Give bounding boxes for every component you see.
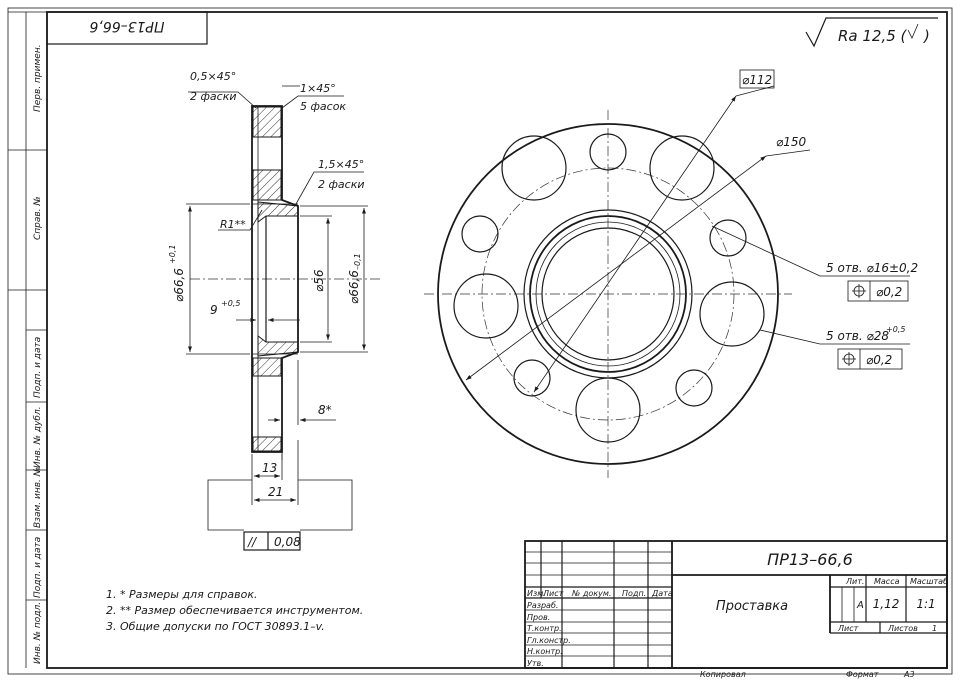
note-1: 1. * Размеры для справок. (106, 588, 258, 601)
side-strip: Перв. примен. Справ. № Подп. и дата Инв.… (8, 11, 47, 668)
tb-lit-label: Лит. (845, 577, 864, 586)
inner-frame (46, 11, 948, 669)
tb-part-name: Проставка (716, 599, 788, 614)
side-label-dup-inv: Инв. № дубл. (33, 406, 43, 468)
parallel-value: 0,08 (274, 535, 301, 549)
holes28-tol: +0,5 (886, 325, 905, 334)
top-stamp-designation: ПР13–66,6 (89, 18, 164, 34)
tb-row-developed: Разраб. (527, 601, 558, 610)
note-2: 2. ** Размер обеспечивается инструментом… (106, 604, 363, 617)
tb-scale-value: 1:1 (916, 597, 935, 611)
tb-copied: Копировал (700, 670, 746, 679)
tb-format-label: Формат (846, 670, 879, 679)
tb-row-tcontrol: Т.контр. (527, 624, 562, 633)
tb-row-approved: Утв. (527, 659, 544, 668)
side-label-repl-inv: Взам. инв. № (33, 467, 43, 528)
tb-format-value: А3 (903, 670, 915, 679)
tb-mass-value: 1,12 (873, 597, 900, 611)
tb-header-date: Дата (651, 589, 673, 598)
holes16-tol-frame: ⌀0,2 (876, 285, 902, 299)
tb-lit-value: А (856, 600, 864, 611)
side-label-orig-inv: Инв. № подл. (33, 602, 43, 664)
chamfer1-bottom: 2 фаски (190, 90, 236, 103)
outer-frame (7, 7, 953, 675)
tb-header-sheet: Лист (542, 589, 564, 598)
tb-row-ncontrol: Н.контр. (527, 647, 563, 656)
holes28-tol-frame: ⌀0,2 (866, 353, 892, 367)
tb-sheet-label: Лист (837, 624, 859, 633)
dia150-label: ⌀150 (776, 135, 806, 149)
dia-left: ⌀66,6 (172, 268, 186, 302)
chamfer3-bottom: 2 фаски (318, 178, 364, 191)
parallel-symbol: // (247, 535, 258, 549)
side-label-sign-date-2: Подп. и дата (33, 537, 43, 598)
dia112-label: ⌀112 (742, 73, 772, 87)
hub-label: 8* (318, 403, 332, 417)
plan-view: ⌀112 ⌀150 5 отв. ⌀16±0,2 ⌀0,2 5 отв. ⌀28… (424, 69, 918, 478)
depth-tol: +0,5 (221, 299, 240, 308)
holes-16 (461, 133, 747, 407)
width21-label: 21 (268, 485, 283, 499)
roughness-label: Ra 12,5 ( (838, 27, 908, 45)
depth-label: 9 (210, 303, 218, 317)
tb-row-chief: Гл.констр. (527, 636, 571, 645)
width13-label: 13 (262, 461, 277, 475)
tb-header-rev: Изм. (527, 589, 546, 598)
chamfer2-top: 1×45° (300, 82, 336, 95)
dia-mid: ⌀56 (312, 269, 326, 292)
holes28-label: 5 отв. ⌀28 (826, 329, 889, 343)
note-3: 3. Общие допуски по ГОСТ 30893.1–v. (106, 620, 325, 633)
side-label-first-use: Перв. примен. (33, 44, 43, 112)
tb-designation: ПР13–66,6 (767, 550, 853, 569)
technical-notes: 1. * Размеры для справок. 2. ** Размер о… (106, 588, 363, 633)
holes-28 (453, 135, 765, 443)
holes16-label: 5 отв. ⌀16±0,2 (826, 261, 918, 275)
title-block: Изм. Лист № докум. Подп. Дата Разраб. Пр… (524, 540, 948, 679)
roughness-mark: Ra 12,5 ( ) (805, 17, 938, 48)
tb-header-docno: № докум. (571, 589, 611, 598)
dia-left-tol: +0,1 (168, 245, 177, 264)
roughness-close: ) (923, 27, 930, 45)
dia-right: ⌀66,6 (347, 270, 361, 304)
side-label-ref-no: Справ. № (33, 196, 43, 240)
chamfer2-bottom: 5 фасок (300, 100, 346, 113)
tb-sheets-value: 1 (932, 624, 937, 633)
chamfer3-top: 1,5×45° (318, 158, 364, 171)
radius-label: R1** (220, 218, 246, 231)
tb-sheets-label: Листов (887, 624, 918, 633)
top-stamp: ПР13–66,6 (46, 11, 208, 45)
dia-right-tol: –0,1 (353, 253, 362, 270)
tb-mass-label: Масса (874, 577, 900, 586)
tb-row-checked: Пров. (527, 613, 550, 622)
chamfer1-top: 0,5×45° (190, 70, 236, 83)
tb-scale-label: Масштаб (910, 577, 948, 586)
tb-header-sign: Подп. (622, 589, 646, 598)
side-label-sign-date-1: Подп. и дата (33, 337, 43, 398)
section-view: 0,5×45° 2 фаски 1×45° 5 фасок 1,5×45° 2 … (168, 70, 380, 551)
